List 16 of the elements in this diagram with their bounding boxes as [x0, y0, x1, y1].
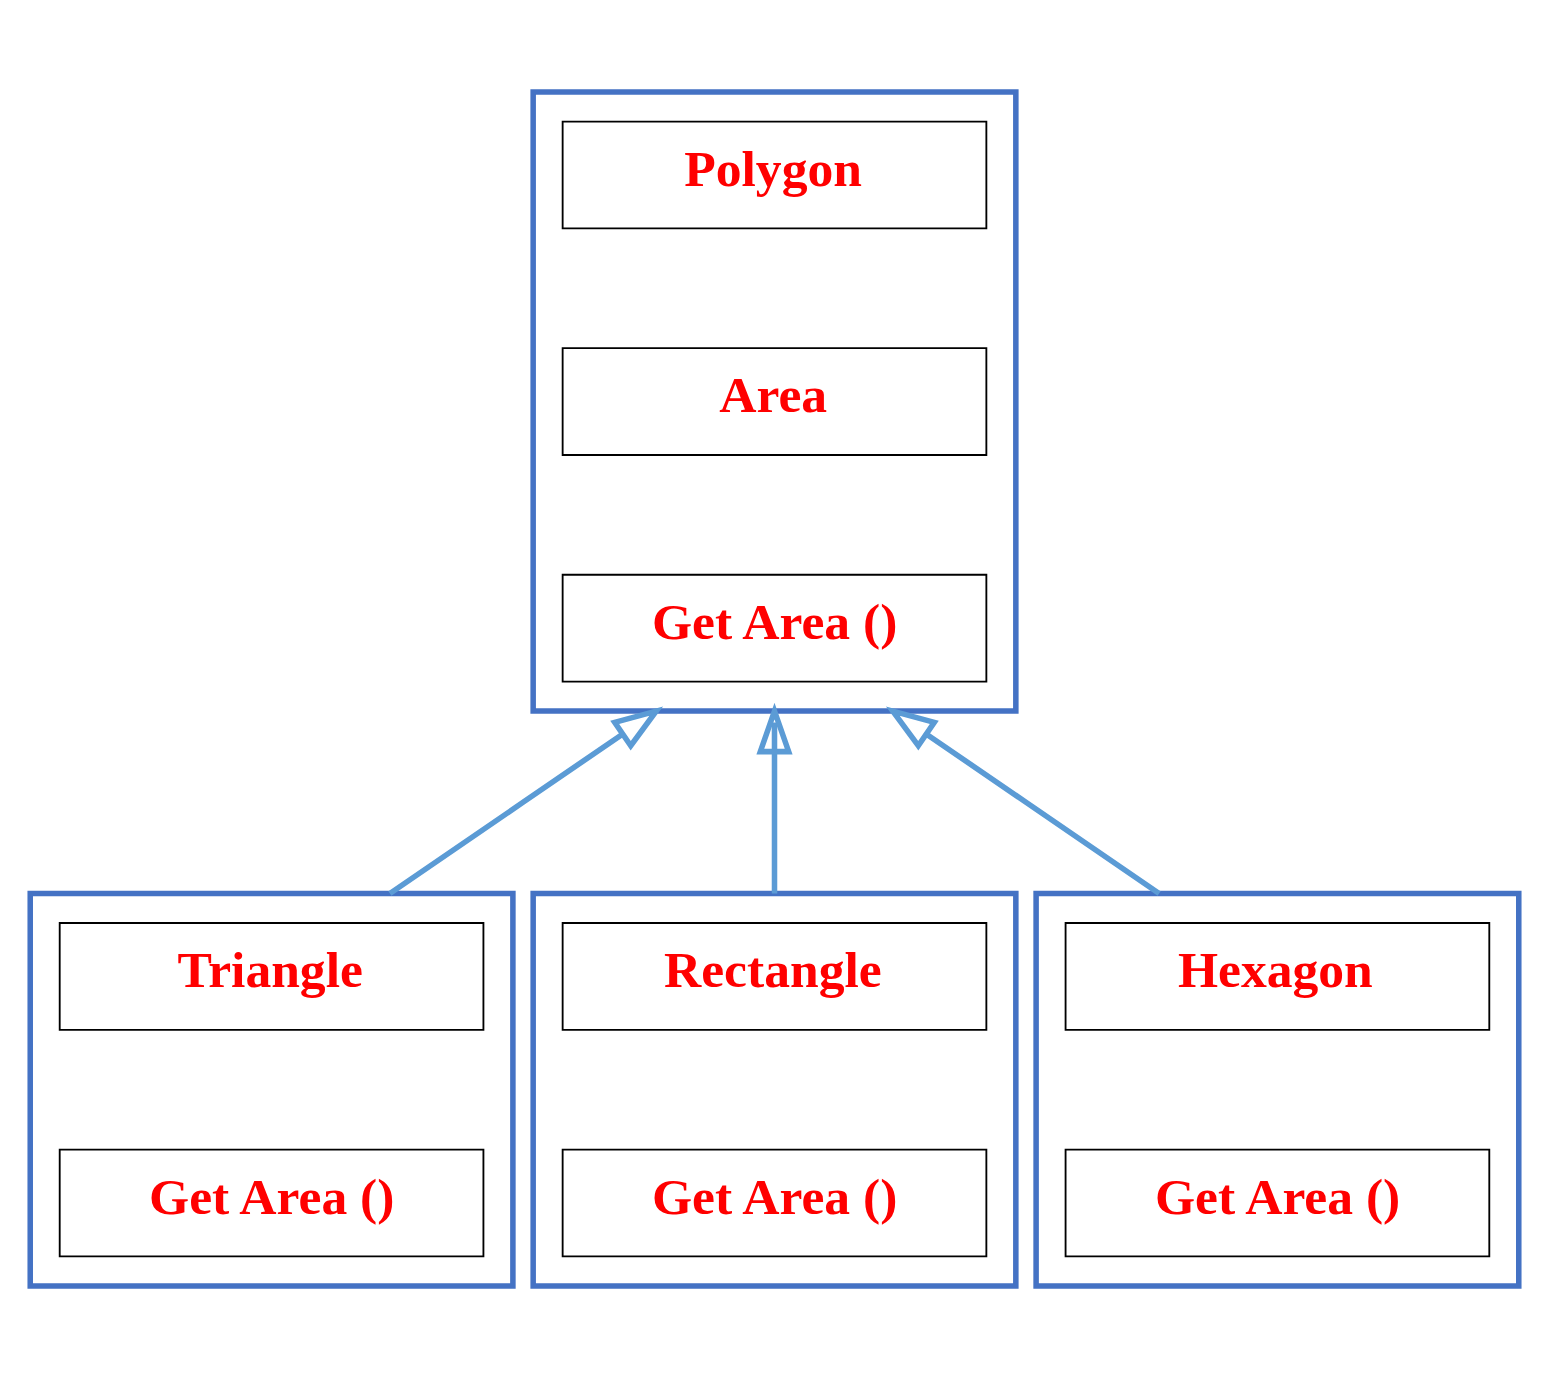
node-box: Get Area (): [561, 573, 988, 683]
arrow: [756, 702, 793, 894]
node-box: Get Area (): [1064, 1148, 1491, 1258]
arrow: [388, 706, 664, 896]
node-box: Rectangle: [561, 922, 988, 1031]
cluster: [530, 890, 1019, 1289]
node-box: Polygon: [561, 120, 988, 230]
node-box: Get Area (): [58, 1148, 485, 1258]
cluster: [530, 89, 1019, 714]
cluster: [1033, 890, 1522, 1289]
node-box: Hexagon: [1064, 922, 1491, 1031]
node-box: Area: [561, 347, 988, 456]
arrow: [885, 706, 1161, 896]
node-box: Get Area (): [561, 1148, 988, 1258]
cluster: [27, 890, 516, 1289]
node-box: Triangle: [58, 922, 485, 1031]
